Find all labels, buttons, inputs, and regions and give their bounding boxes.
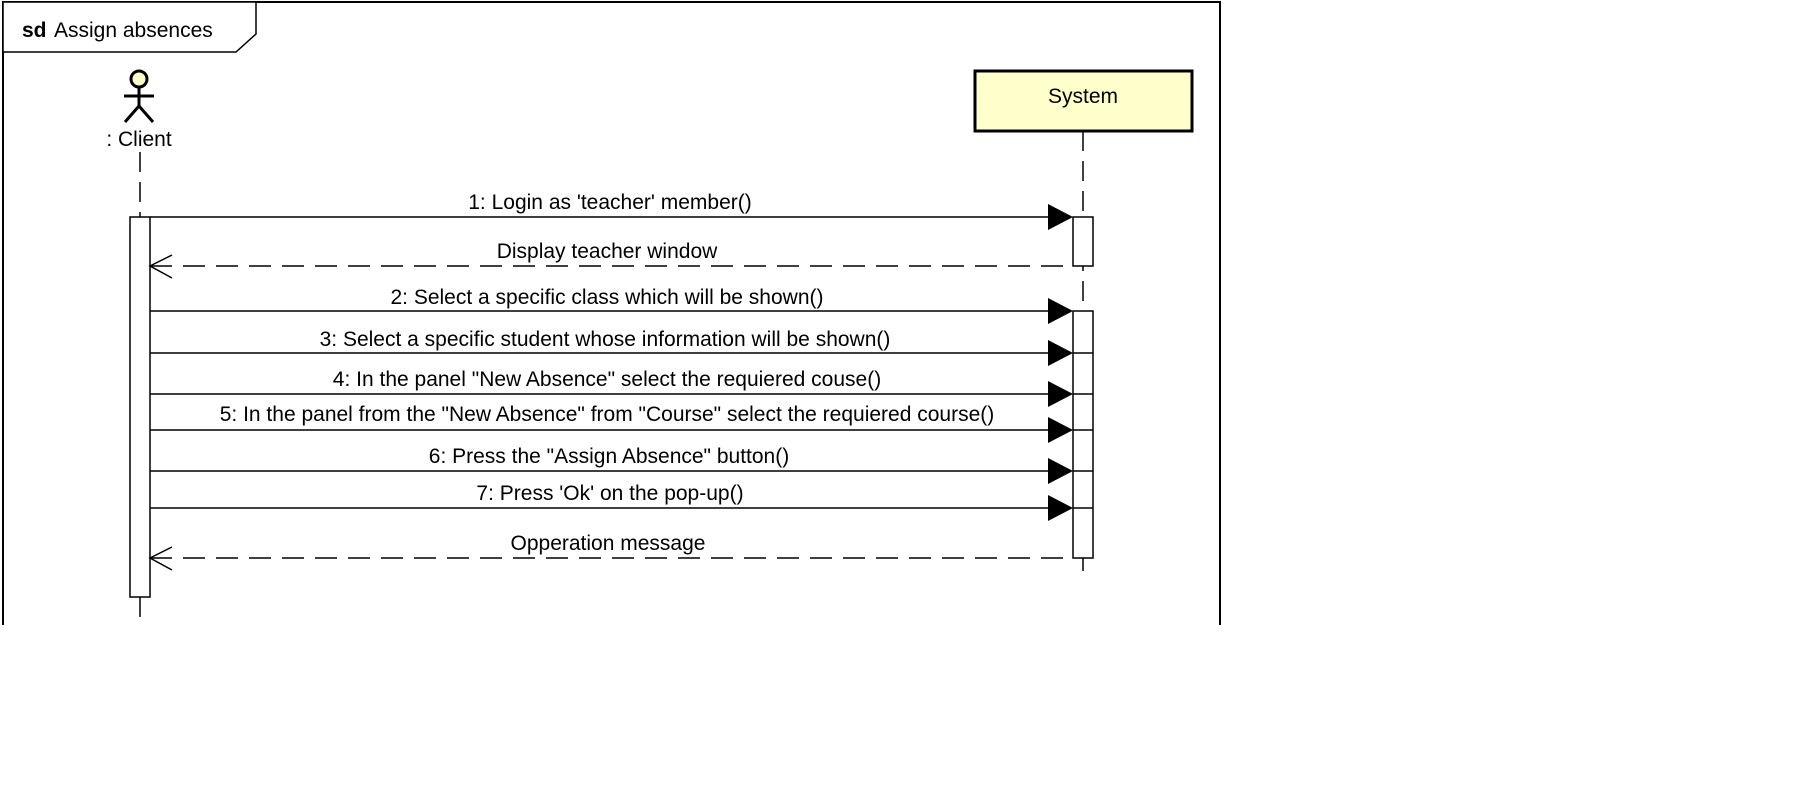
message-label: 4: In the panel "New Absence" select the…: [333, 368, 881, 391]
message-label: 1: Login as 'teacher' member(): [468, 191, 751, 214]
client-label: : Client: [106, 128, 172, 151]
message-7: 7: Press 'Ok' on the pop-up(): [150, 482, 1073, 521]
system-lifeline: System: [973, 69, 1194, 580]
message-2: 2: Select a specific class which will be…: [150, 286, 1073, 324]
message-4: 4: In the panel "New Absence" select the…: [150, 368, 1073, 407]
system-activation-2: [1072, 310, 1094, 559]
reply-message-2: Opperation message: [148, 532, 1073, 571]
message-label: 7: Press 'Ok' on the pop-up(): [476, 482, 743, 505]
frame-title: Assign absences: [54, 19, 213, 42]
message-label: 5: In the panel from the "New Absence" f…: [220, 403, 995, 426]
message-label: 2: Select a specific class which will be…: [390, 286, 823, 309]
message-label: 3: Select a specific student whose infor…: [320, 328, 891, 351]
system-label: System: [1048, 85, 1118, 108]
actor-icon: [123, 69, 155, 123]
client-activation: [129, 216, 151, 598]
message-6: 6: Press the "Assign Absence" button(): [150, 445, 1073, 484]
reply-message-1: Display teacher window: [148, 240, 1073, 279]
message-3: 3: Select a specific student whose infor…: [150, 328, 1073, 366]
message-1: 1: Login as 'teacher' member(): [150, 191, 1073, 230]
client-lifeline: : Client: [106, 69, 172, 625]
message-label: Opperation message: [511, 532, 706, 555]
message-5: 5: In the panel from the "New Absence" f…: [150, 403, 1073, 443]
frame-keyword: sd: [22, 19, 47, 42]
message-label: Display teacher window: [497, 240, 718, 263]
interaction-frame: sd Assign absences: [2, 1, 1221, 625]
system-activation-1: [1072, 216, 1094, 267]
message-label: 6: Press the "Assign Absence" button(): [429, 445, 789, 468]
system-box: [973, 69, 1194, 133]
